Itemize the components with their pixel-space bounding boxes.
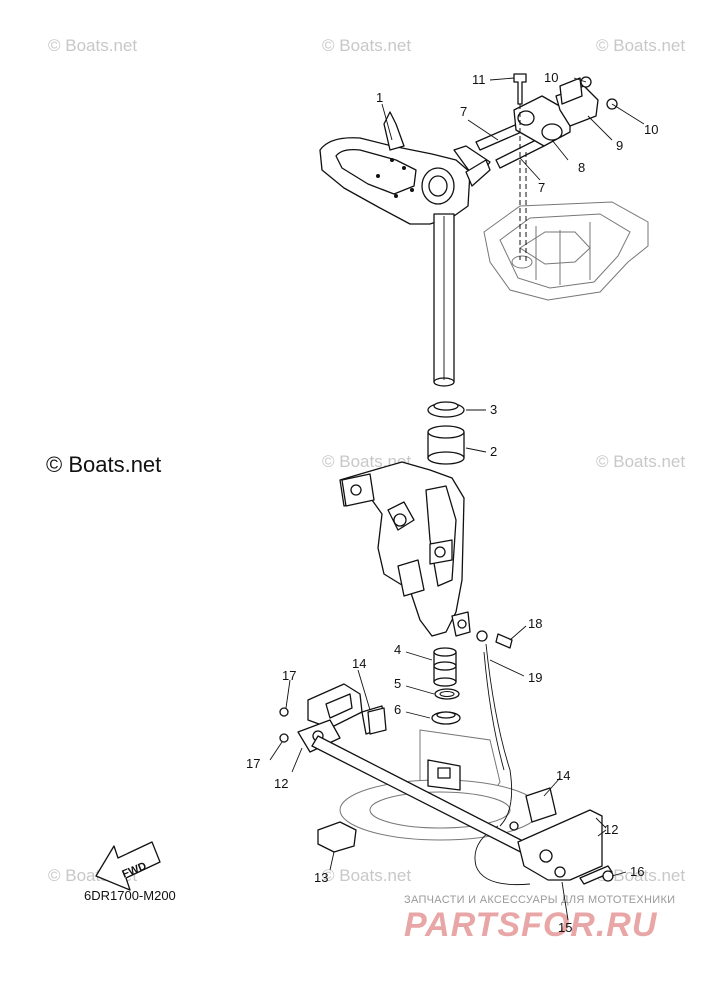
callout-12-right: 12	[604, 822, 618, 837]
callout-17-top: 17	[282, 668, 296, 683]
rubber-block	[317, 707, 387, 853]
watermark: © Boats.net	[596, 866, 686, 885]
callout-1: 1	[376, 90, 383, 105]
callout-7-upper: 7	[460, 104, 467, 119]
ground-wire	[474, 630, 531, 886]
callout-19: 19	[528, 670, 542, 685]
callout-7-lower: 7	[538, 180, 545, 195]
callout-2: 2	[490, 444, 497, 459]
callout-15: 15	[558, 920, 572, 935]
leader-lines	[269, 77, 645, 921]
callout-14-right: 14	[556, 768, 570, 783]
watermark: © Boats.net	[322, 36, 412, 55]
callout-5: 5	[394, 676, 401, 691]
callout-8: 8	[578, 160, 585, 175]
callout-10-right: 10	[644, 122, 658, 137]
callout-11: 11	[472, 72, 486, 87]
steering-bracket	[319, 111, 491, 225]
bushing-collar	[427, 401, 465, 465]
callout-18: 18	[528, 616, 542, 631]
upper-mount	[513, 73, 618, 262]
lower-mount-right	[509, 787, 614, 885]
engine-base-ghost	[483, 201, 649, 301]
watermark: © Boats.net	[596, 36, 686, 55]
shop-tagline: ЗАПЧАСТИ И АКСЕССУАРЫ ДЛЯ МОТОТЕХНИКИ	[404, 894, 676, 906]
callout-13: 13	[314, 870, 328, 885]
callout-numbers: 1 2 3 4 5 6 7 7 8 9 10 10 11 12 12 13 14…	[246, 70, 658, 935]
watermark: © Boats.net	[596, 452, 686, 471]
callout-12-left: 12	[274, 776, 288, 791]
callout-4: 4	[394, 642, 401, 657]
diagram-code: 6DR1700-M200	[84, 888, 176, 903]
steering-shaft	[433, 213, 455, 387]
callout-17-bottom: 17	[246, 756, 260, 771]
callout-6: 6	[394, 702, 401, 717]
fwd-arrow-icon: FWD	[95, 841, 161, 891]
shop-logo: PARTSFOR.RU	[404, 906, 658, 944]
boats-net-watermark: © Boats.net	[46, 452, 162, 477]
callout-3: 3	[490, 402, 497, 417]
watermark: © Boats.net	[48, 36, 138, 55]
callout-10-top: 10	[544, 70, 558, 85]
callout-14-left: 14	[352, 656, 366, 671]
callout-9: 9	[616, 138, 623, 153]
callout-16: 16	[630, 864, 644, 879]
lower-bushings	[431, 647, 461, 725]
lower-mount-ghost	[339, 729, 541, 841]
watermark: © Boats.net	[322, 866, 412, 885]
swivel-housing	[339, 461, 471, 637]
